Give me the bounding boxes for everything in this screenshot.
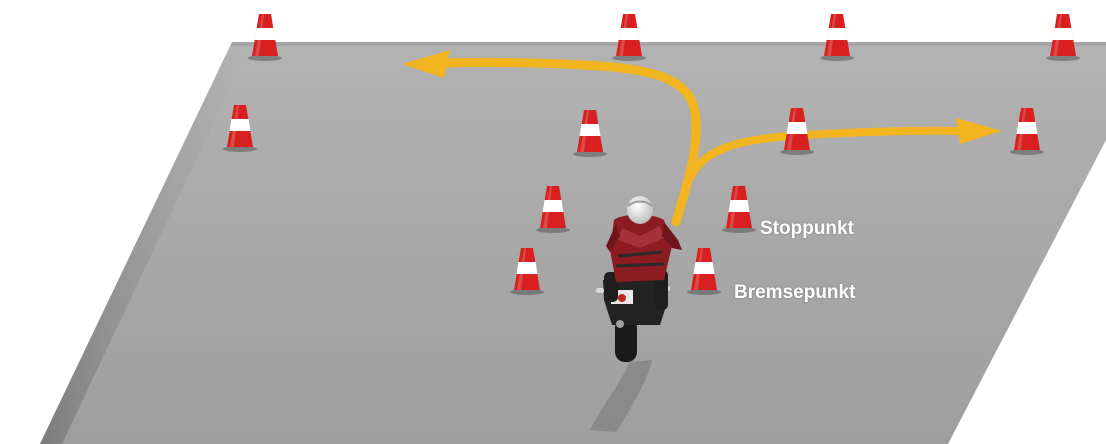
motorcycle-shadow — [590, 360, 652, 432]
traffic-cone-icon — [223, 105, 257, 152]
traffic-cone-icon — [573, 110, 607, 157]
rider-jacket — [610, 214, 672, 282]
traffic-cone-icon — [1046, 14, 1080, 61]
motorcycle-rider-icon — [590, 196, 682, 432]
rear-tire — [615, 318, 637, 362]
rider-jacket-stripes — [615, 250, 665, 268]
traffic-cone-icon — [780, 108, 814, 155]
rider-jacket-highlight — [618, 226, 664, 248]
traffic-cone-icon — [687, 248, 721, 295]
road-left-edge-shade — [40, 42, 252, 444]
rear-reflector — [616, 320, 624, 328]
traffic-cone-icon — [722, 186, 756, 233]
traffic-cones — [223, 14, 1080, 295]
rider-helmet — [627, 196, 653, 224]
arrow-right-head — [956, 118, 1002, 144]
traffic-cone-icon — [510, 248, 544, 295]
traffic-cone-icon — [536, 186, 570, 233]
stop-point-label: Stoppunkt — [760, 218, 854, 239]
helmet-stripe — [627, 200, 653, 207]
road-top-edge — [230, 42, 1106, 46]
left-indicator — [596, 288, 604, 293]
traffic-cone-icon — [248, 14, 282, 61]
rider-left-leg — [604, 272, 618, 302]
rider-right-arm — [662, 222, 682, 250]
arrow-left-head — [402, 50, 450, 78]
road-surface — [40, 42, 1106, 444]
rider-left-arm — [606, 224, 620, 252]
tail-light — [618, 294, 626, 302]
brake-point-label: Bremsepunkt — [734, 282, 856, 303]
traffic-cone-icon — [612, 14, 646, 61]
traffic-cone-icon — [1010, 108, 1044, 155]
arrow-left-path — [441, 57, 701, 227]
traffic-cone-icon — [820, 14, 854, 61]
